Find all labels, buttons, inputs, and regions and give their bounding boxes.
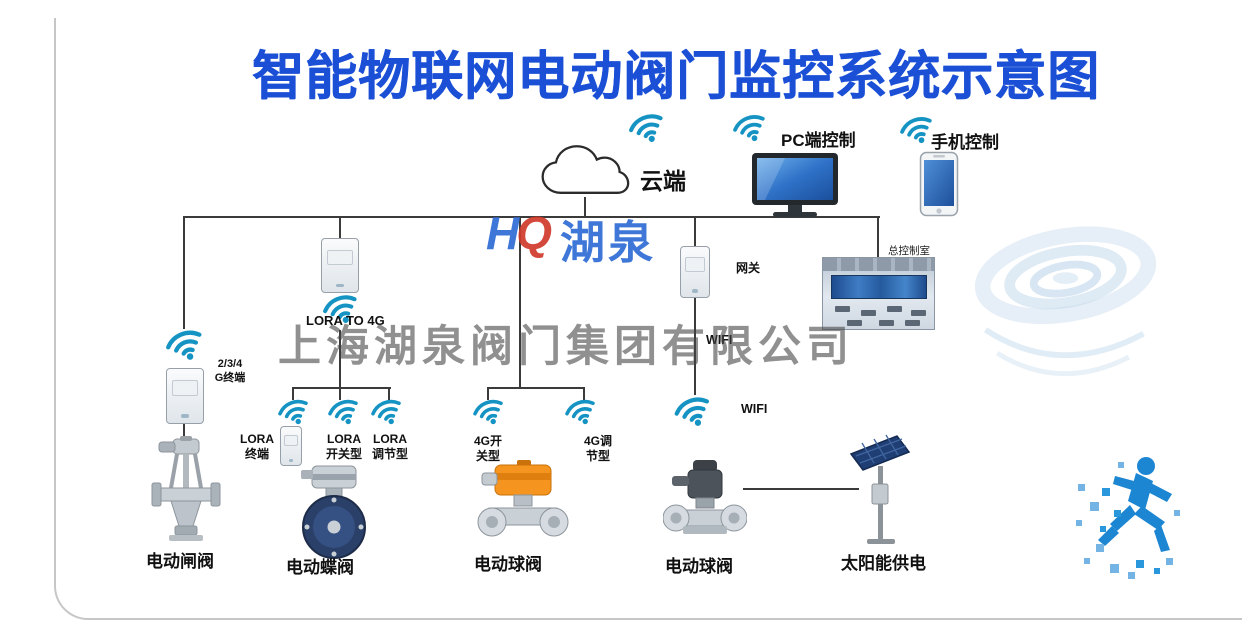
connector-room-drop [877,216,879,258]
ball-valve-a-label: 电动球阀 [474,555,542,574]
wifi-lower-label: WIFI [741,402,768,416]
control-room-label: 总控制室 [888,245,930,257]
connector-lora4g-drop [339,216,341,242]
lora-terminal-device [280,426,302,466]
control-room-ceiling [823,258,934,271]
gate-valve-image [151,436,221,541]
lora-regulator-label: LORA 调节型 [371,432,408,461]
terminal-234g-label: 2/3/4 G终端 [214,358,246,384]
connector-4g-b [583,387,585,400]
connector-lora-branch [293,387,391,389]
control-room-image [822,257,935,330]
cloud-icon [541,145,630,194]
connector-gateway-stem2 [694,296,696,395]
connector-terminal-valve [183,423,185,439]
terminal-234g-device [166,368,204,424]
connector-lora-a [292,387,294,400]
connector-4g-a [487,387,489,400]
page-title: 智能物联网电动阀门监控系统示意图 [252,48,1101,106]
connector-bus [184,216,880,218]
butterfly-valve-image [301,465,366,559]
runner-decoration [1076,457,1180,579]
logo-monogram-q: Q [516,207,553,259]
connector-4g-branch [488,387,585,389]
ball-valve-orange-image [477,460,569,537]
lora-to-4g-device [321,238,359,293]
lora-switch-wifi-icon [322,390,367,431]
connector-mid-drop [519,216,521,389]
solar-label: 太阳能供电 [841,554,926,573]
logo-name: 湖泉 [560,217,657,268]
lora-terminal-wifi-icon [272,390,317,431]
phone-wifi-icon [893,107,940,151]
4g-regulator-wifi-icon [559,390,604,431]
solar-panel-image [849,434,911,544]
gateway-device [680,246,710,298]
connector-lora-b [339,387,341,400]
page-border [54,18,1242,620]
wifi-node-icon [667,386,719,434]
connector-gateway-drop [694,216,696,248]
connector-left-drop [183,216,185,329]
pc-monitor-icon [752,153,838,217]
connector-solar-link [743,488,859,490]
control-room-screen-wall [831,275,927,299]
connector-cloud-stem [584,197,586,217]
4g-switch-wifi-icon [467,390,512,431]
ball-valve-b-label: 电动球阀 [665,557,733,576]
pc-wifi-icon [726,105,773,149]
butterfly-valve-label: 电动蝶阀 [286,558,354,577]
gate-valve-label: 电动闸阀 [146,552,214,571]
lora-terminal-label: LORA 终端 [240,432,274,461]
cloud-wifi-icon [622,104,672,151]
company-watermark: 上海湖泉阀门集团有限公司 [278,324,854,371]
lora-switch-label: LORA 开关型 [325,432,362,461]
wifi-upper-label: WIFI [706,333,733,347]
lora-to-4g-label: LORA TO 4G [306,313,385,328]
pc-control-label: PC端控制 [781,131,856,150]
terminal-234g-wifi-icon [159,319,211,368]
lora-to-4g-wifi-icon [316,285,366,332]
swirl-decoration [974,226,1157,377]
cloud-label: 云端 [640,168,686,194]
connector-lora4g-stem2 [339,330,341,389]
4g-switch-label: 4G开 关型 [473,434,502,463]
ball-valve-dark-image [663,460,747,534]
connector-lora-c [388,387,390,400]
lora-regulator-wifi-icon [365,390,410,431]
brand-logo: H Q 湖泉 [486,206,656,271]
phone-control-label: 手机控制 [931,133,999,152]
4g-regulator-label: 4G调 节型 [583,434,612,463]
smartphone-icon [919,151,959,217]
gateway-label: 网关 [736,261,761,275]
logo-monogram-h: H [486,207,520,259]
